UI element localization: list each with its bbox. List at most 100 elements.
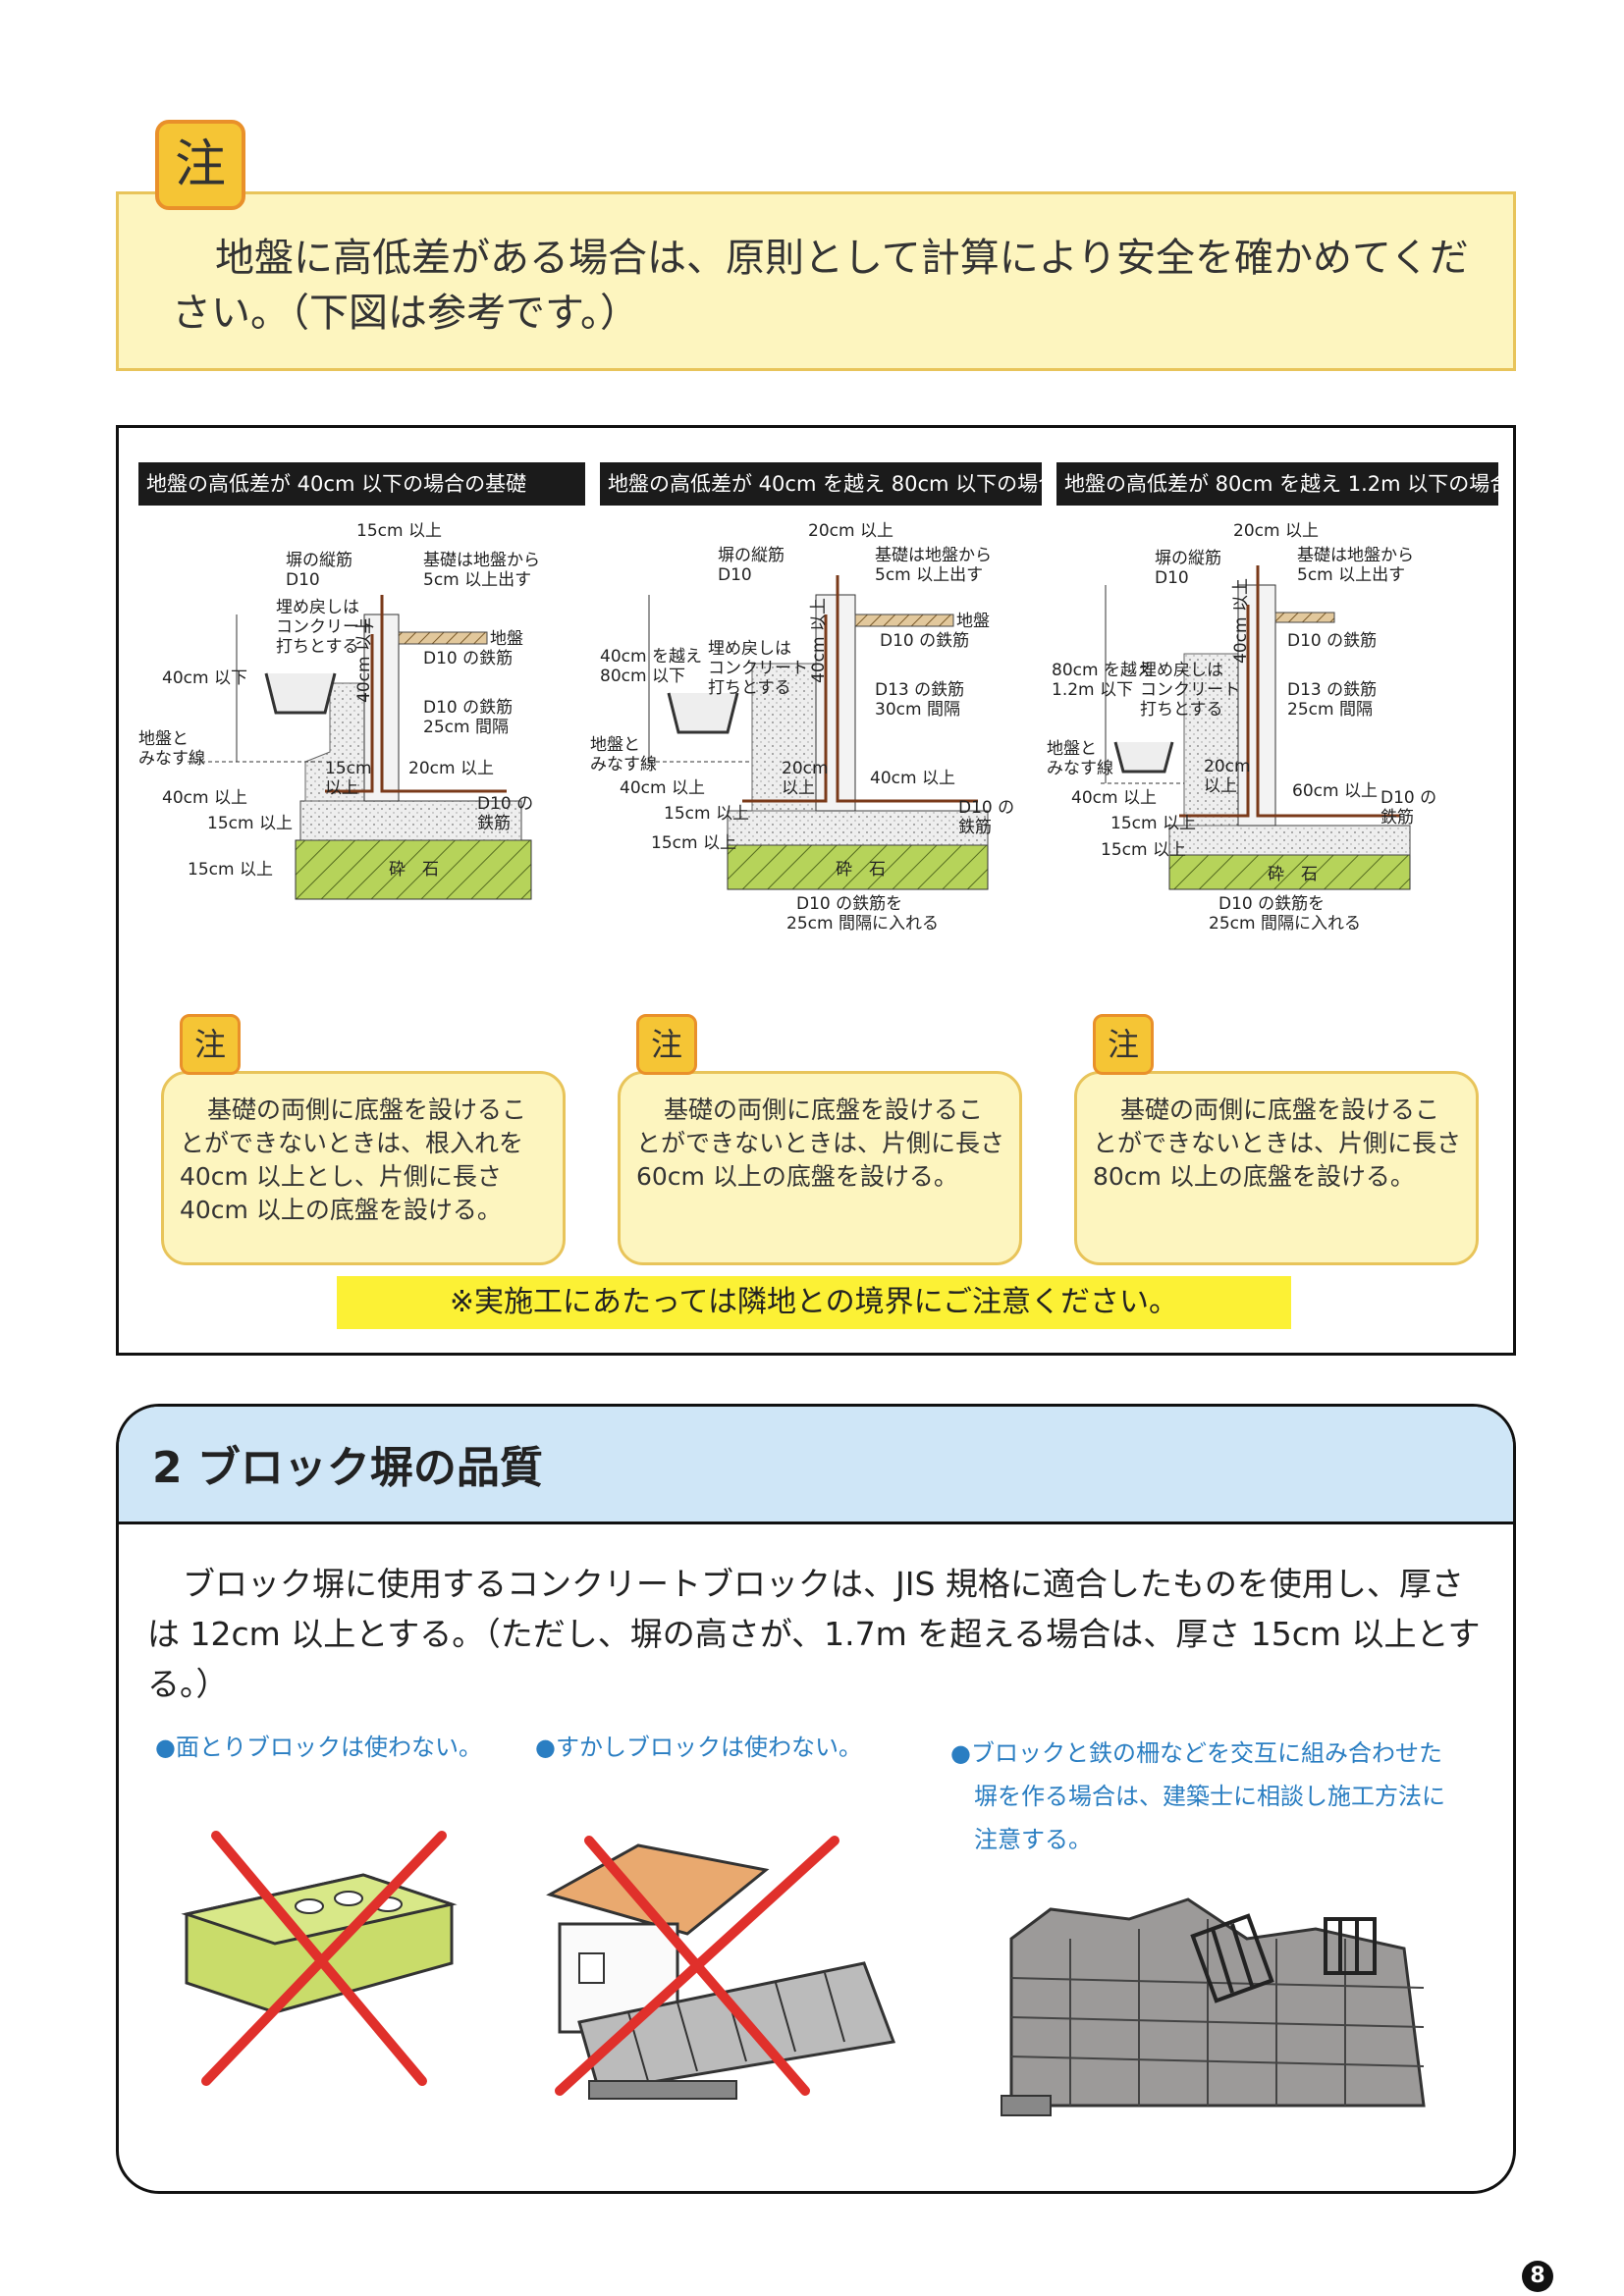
bullet-fence-combo-1: ●ブロックと鉄の柵などを交互に組み合わせた — [950, 1739, 1442, 1767]
label-slab-thickness2: 以上 — [782, 778, 815, 798]
label-gravel: 砕 石 — [836, 860, 886, 880]
label-gravel-thickness: 15cm 以上 — [1101, 840, 1186, 860]
label-depth: 40cm 以上 — [162, 788, 247, 808]
label-top-width: 15cm 以上 — [356, 521, 442, 541]
label-rebar1: D10 の鉄筋 — [880, 631, 969, 651]
label-foundation-out: 基礎は地盤から — [423, 551, 540, 570]
foundation-diagram-box: 地盤の高低差が 40cm 以下の場合の基礎 地盤の高低差が 40cm を越え 8… — [116, 425, 1516, 1356]
panel3-diagram: 20cm 以上 塀の縦筋 D10 基礎は地盤から 5cm 以上出す D10 の鉄… — [1047, 521, 1436, 934]
label-rebar3: D10 の — [958, 798, 1014, 818]
panel2-note-text: 基礎の両側に底盤を設けることができないときは、片側に長さ 60cm 以上の底盤を… — [636, 1095, 1005, 1191]
label-rebar3b: 鉄筋 — [958, 818, 992, 837]
label-gravel-thickness: 15cm 以上 — [651, 833, 736, 853]
perforated-block-illustration — [546, 1836, 896, 2100]
bullet-fence-combo-3: 注意する。 — [974, 1826, 1092, 1853]
panel3-note-badge: 注 — [1093, 1014, 1154, 1075]
label-base-thickness: 15cm 以上 — [1110, 814, 1196, 833]
label-wall-rebar: 塀の縦筋 — [286, 551, 352, 570]
panel2-note-badge: 注 — [636, 1014, 697, 1075]
label-embed: 40cm 以上 — [354, 617, 374, 703]
label-backfill3: 打ちとする — [708, 678, 791, 698]
label-rebar3b: 鉄筋 — [1380, 808, 1414, 828]
label-rebar2: D13 の鉄筋 — [875, 680, 964, 700]
rebar-line — [836, 575, 978, 803]
label-slab-thickness2: 以上 — [325, 778, 358, 798]
top-note-box — [116, 191, 1516, 371]
label-foundation-out: 基礎は地盤から — [1297, 546, 1414, 565]
label-height1: 40cm を越え — [600, 647, 702, 667]
label-depth: 40cm 以上 — [620, 778, 705, 798]
label-foundation-out2: 5cm 以上出す — [1297, 565, 1405, 585]
label-deemed2: みなす線 — [1047, 759, 1113, 778]
label-backfill1: 埋め戻しは — [1140, 661, 1223, 680]
label-slab-thickness: 20cm — [1204, 757, 1251, 776]
bullet-chamfer-block: ●面とりブロックは使わない。 — [155, 1734, 482, 1761]
label-rebar1: D10 の鉄筋 — [1287, 631, 1377, 651]
rebar-line — [325, 634, 374, 793]
label-backfill1: 埋め戻しは — [276, 598, 359, 617]
panel3-note-text: 基礎の両側に底盤を設けることができないときは、片側に長さ 80cm 以上の底盤を… — [1093, 1095, 1462, 1191]
panel2-note-box — [618, 1071, 1022, 1265]
label-base-thickness: 15cm 以上 — [664, 804, 749, 824]
section2-title: 2 ブロック塀の品質 — [152, 1443, 543, 1493]
label-ground: 地盤 — [490, 629, 523, 649]
label-rebar3: D10 の — [1380, 788, 1436, 808]
label-slab-thickness2: 以上 — [1204, 776, 1237, 796]
ground-strip — [854, 614, 954, 627]
label-foundation-out2: 5cm 以上出す — [423, 570, 531, 590]
wall — [815, 594, 856, 812]
bullet-perforated-block: ●すかしブロックは使わない。 — [535, 1734, 862, 1761]
section2-body-text: ブロック塀に使用するコンクリートブロックは、JIS 規格に適合したものを使用し、… — [147, 1565, 1481, 1703]
label-rebar2-spacing: 25cm 間隔 — [1287, 700, 1373, 720]
gutter — [667, 692, 739, 734]
ground-strip — [1274, 612, 1335, 623]
top-note-text: 地盤に高低差がある場合は、原則として計算により安全を確かめてください。（下図は参… — [172, 236, 1469, 336]
label-bottom1: D10 の鉄筋を — [796, 894, 902, 914]
label-wall-rebar-size: D10 — [1155, 568, 1189, 588]
label-rebar2-spacing: 25cm 間隔 — [423, 718, 509, 737]
label-height: 40cm 以下 — [162, 668, 247, 688]
label-rebar2: D13 の鉄筋 — [1287, 680, 1377, 700]
gravel-layer — [1168, 854, 1411, 890]
label-slab-thickness: 20cm — [782, 759, 829, 778]
iron-fence-icon — [1190, 1913, 1377, 2003]
panel1-note-badge: 注 — [180, 1014, 241, 1075]
page-number: 8 — [1522, 2261, 1553, 2292]
rebar-line — [380, 595, 507, 793]
label-deemed2: みなす線 — [590, 755, 657, 774]
label-foundation-out: 基礎は地盤から — [875, 546, 992, 565]
label-rebar1: D10 の鉄筋 — [423, 649, 513, 668]
label-wall-rebar: 塀の縦筋 — [718, 546, 785, 565]
label-gravel-thickness: 15cm 以上 — [188, 860, 273, 880]
label-slab-thickness: 15cm — [325, 759, 372, 778]
label-backfill3: 打ちとする — [276, 637, 359, 657]
section2-header: 2 ブロック塀の品質 — [119, 1407, 1513, 1524]
chamfered-block-illustration — [181, 1831, 458, 2086]
label-slab-width: 40cm 以上 — [870, 769, 955, 788]
label-depth: 40cm 以上 — [1071, 788, 1157, 808]
bullet-fence-combo-2: 塀を作る場合は、建築士に相談し施工方法に — [974, 1783, 1445, 1810]
label-wall-rebar-size: D10 — [718, 565, 752, 585]
panel3-header: 地盤の高低差が 80cm を越え 1.2m 以下の場合の基礎 — [1056, 462, 1498, 506]
label-gravel: 砕 石 — [1268, 865, 1318, 884]
caution-banner: ※実施工にあたっては隣地との境界にご注意ください。 — [337, 1276, 1291, 1329]
label-bottom1: D10 の鉄筋を — [1218, 894, 1325, 914]
label-deemed2: みなす線 — [138, 749, 205, 769]
label-backfill2: コンクリート — [708, 659, 808, 678]
label-wall-rebar-size: D10 — [286, 570, 320, 590]
base-slab — [1168, 825, 1411, 856]
label-height2: 80cm 以下 — [600, 667, 685, 686]
collapsed-fence-illustration — [1001, 1897, 1426, 2116]
label-gravel: 砕 石 — [389, 860, 439, 880]
label-top-width: 20cm 以上 — [808, 521, 893, 541]
panel3-note-box — [1074, 1071, 1479, 1265]
gutter — [264, 672, 337, 715]
label-wall-rebar: 塀の縦筋 — [1155, 549, 1221, 568]
label-ground: 地盤 — [956, 612, 990, 631]
label-rebar2-spacing: 30cm 間隔 — [875, 700, 960, 720]
label-rebar3b: 鉄筋 — [477, 814, 511, 833]
label-top-width: 20cm 以上 — [1233, 521, 1319, 541]
label-embed: 40cm 以上 — [809, 598, 829, 683]
label-bottom2: 25cm 間隔に入れる — [786, 914, 939, 934]
base-slab — [727, 810, 989, 846]
